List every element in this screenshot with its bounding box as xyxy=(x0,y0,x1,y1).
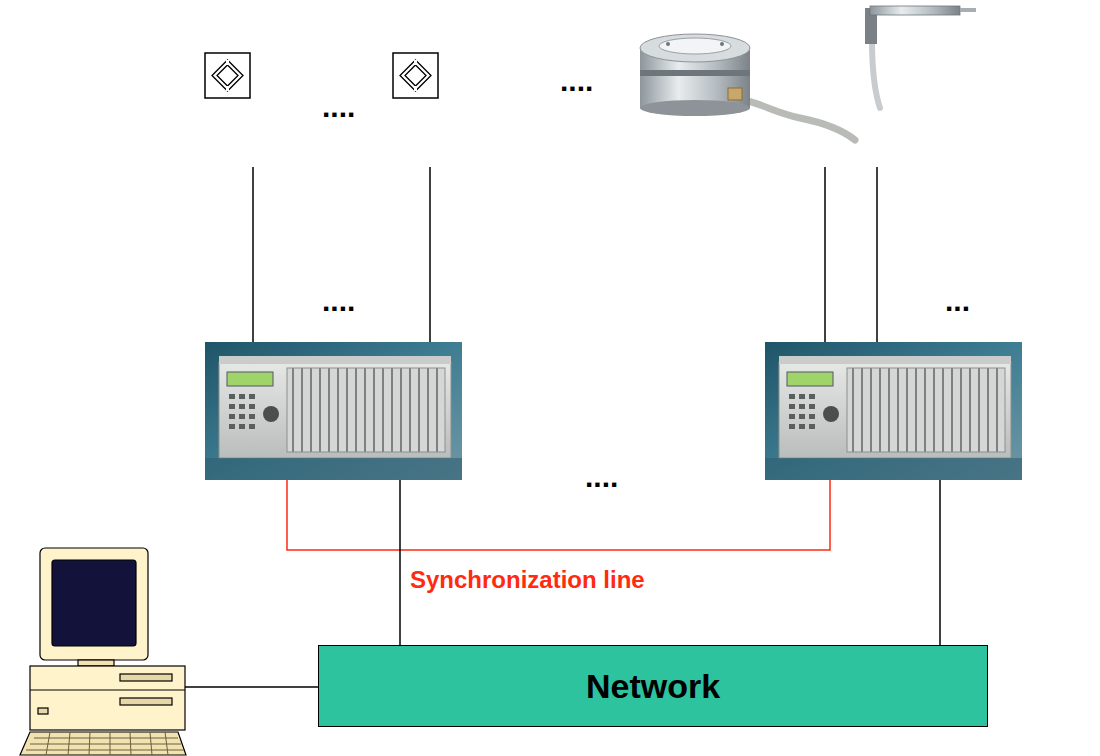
load-cell-photo xyxy=(640,34,855,140)
ellipsis-label: .... xyxy=(322,92,355,122)
displacement-sensor-photo xyxy=(865,6,976,108)
ellipsis-label: .... xyxy=(560,66,593,96)
sync-wire xyxy=(287,480,830,550)
strain-gauge-symbol xyxy=(205,53,250,98)
amplifier-photo xyxy=(765,342,1022,480)
ellipsis-label: ... xyxy=(945,286,970,316)
strain-gauge-symbol xyxy=(393,53,438,98)
network-label: Network xyxy=(586,667,720,706)
computer-icon xyxy=(20,548,186,755)
amplifier-photo xyxy=(205,342,462,480)
ellipsis-label: .... xyxy=(585,462,618,492)
sensor-wire xyxy=(253,167,877,342)
network-box: Network xyxy=(318,645,988,727)
sync-label: Synchronization line xyxy=(410,568,645,592)
ellipsis-label: .... xyxy=(322,286,355,316)
